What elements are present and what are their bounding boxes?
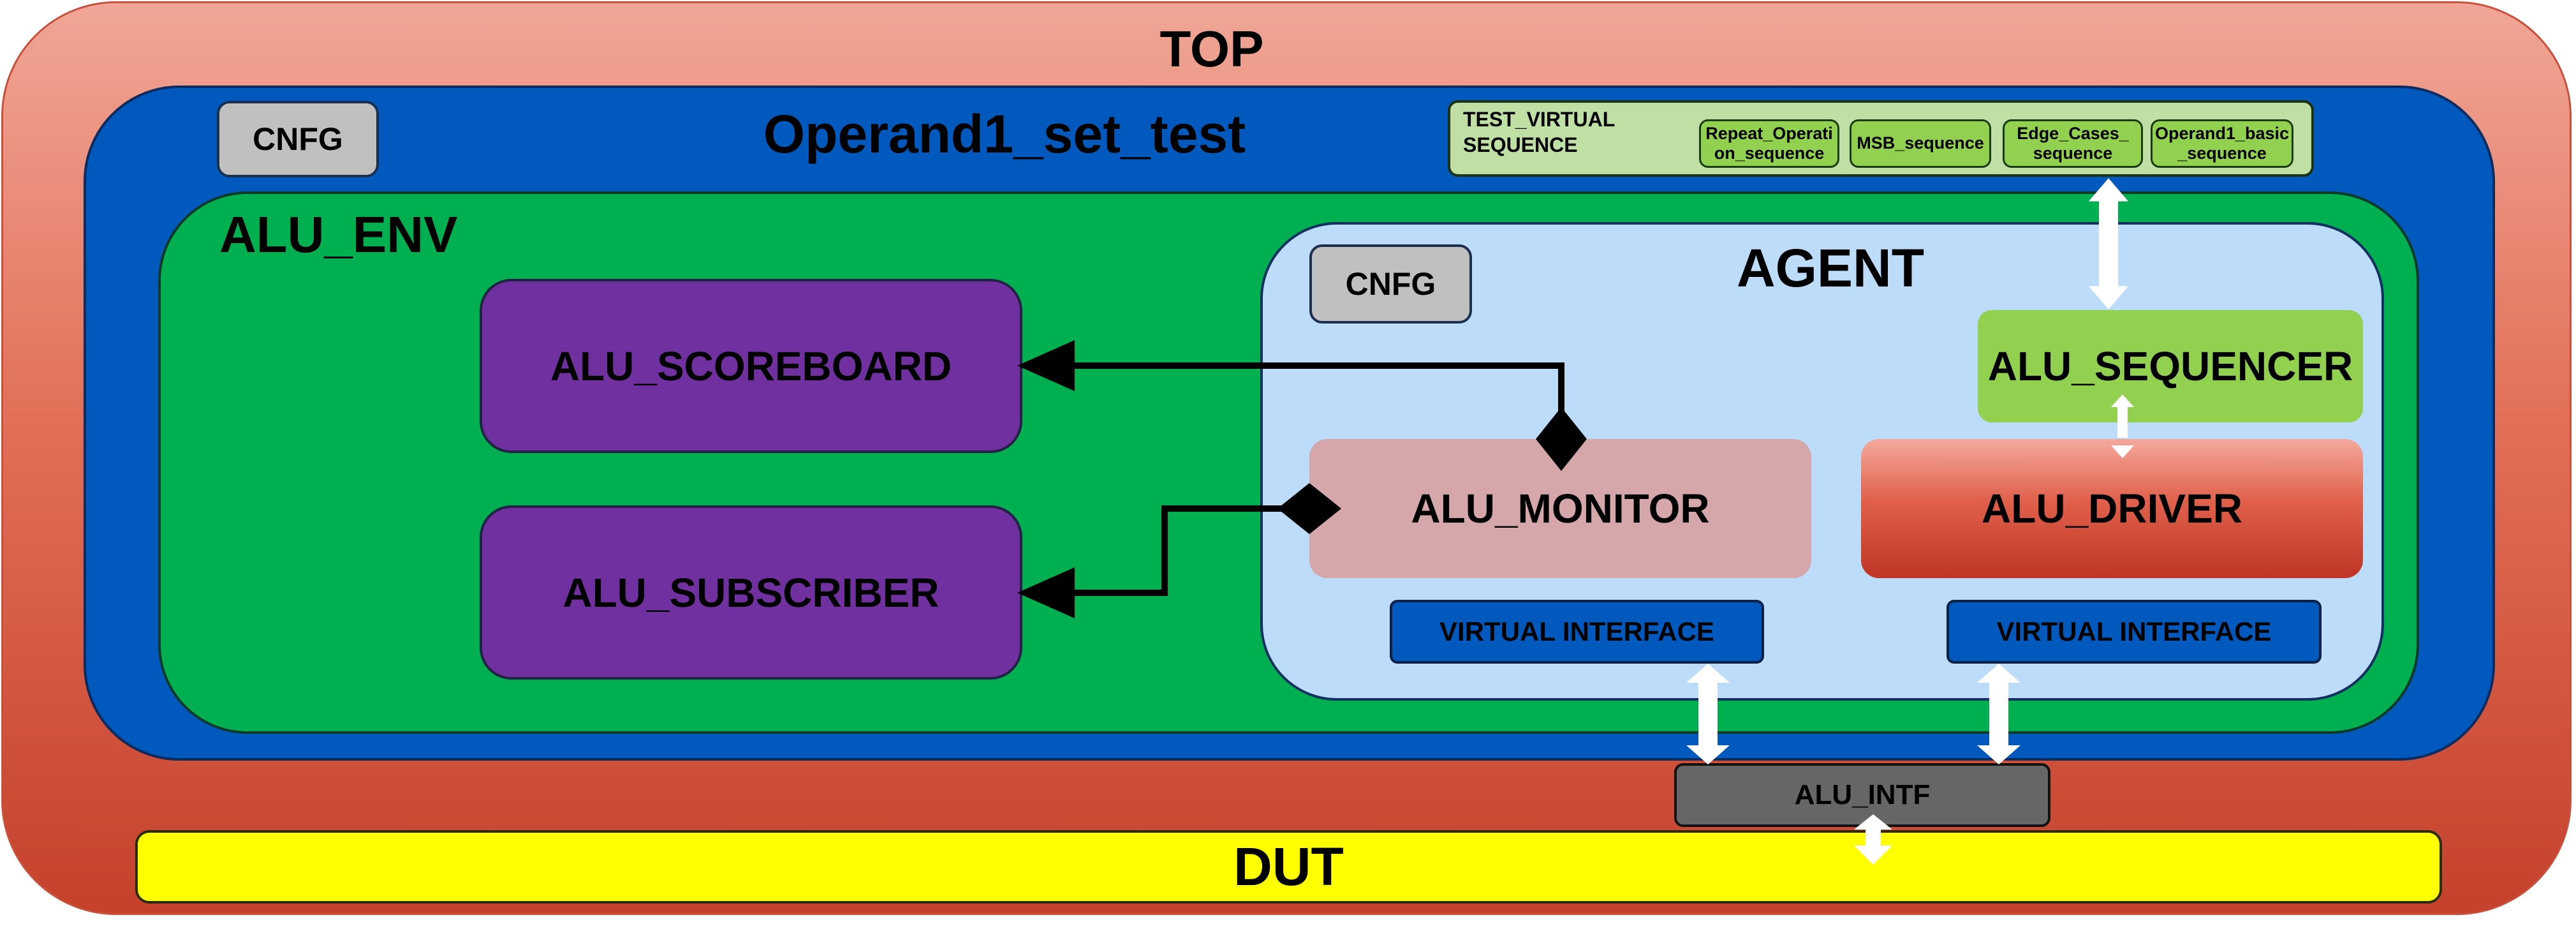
driver-vif-to-intf-arrow <box>1977 664 2020 764</box>
sequence-item-line1: MSB_sequence <box>1857 133 1984 153</box>
agent-label: AGENT <box>1737 237 1924 298</box>
top-label: TOP <box>1159 20 1264 77</box>
dut-box: DUT <box>135 830 2442 904</box>
sequence-item-line1: Edge_Cases_ <box>2017 123 2129 143</box>
subscriber-box: ALU_SUBSCRIBER <box>480 505 1022 680</box>
agent-cnfg-box: CNFG <box>1309 244 1472 324</box>
sequencer-to-driver-arrow <box>2111 394 2134 458</box>
sequence-item-line2: sequence <box>2033 144 2113 163</box>
monitor-virtual-interface: VIRTUAL INTERFACE <box>1390 600 1764 664</box>
sequence-to-sequencer-arrow <box>2088 178 2129 309</box>
test-cnfg-box: CNFG <box>217 101 379 177</box>
sequence-item-line1: Repeat_Operati <box>1705 123 1833 143</box>
virtual-sequence-title-line2: SEQUENCE <box>1463 133 1578 156</box>
sequence-item: Operand1_basic _sequence <box>2151 119 2293 168</box>
scoreboard-box: ALU_SCOREBOARD <box>480 279 1022 453</box>
intf-to-dut-arrow <box>1854 814 1892 865</box>
virtual-sequence-box: TEST_VIRTUAL SEQUENCE Repeat_Operati on_… <box>1448 100 2314 177</box>
test-label: Operand1_set_test <box>763 103 1246 164</box>
sequence-item: Edge_Cases_ sequence <box>2003 119 2143 168</box>
driver-box: ALU_DRIVER <box>1861 439 2363 578</box>
env-label: ALU_ENV <box>219 206 458 263</box>
intf-box: ALU_INTF <box>1674 763 2050 827</box>
sequencer-box: ALU_SEQUENCER <box>1978 310 2363 422</box>
driver-virtual-interface: VIRTUAL INTERFACE <box>1947 600 2322 664</box>
sequence-item-line2: on_sequence <box>1714 144 1825 163</box>
monitor-to-subscriber-connector <box>1017 483 1341 618</box>
sequence-item: Repeat_Operati on_sequence <box>1699 119 1839 168</box>
sequence-item-line1: Operand1_basic <box>2154 123 2290 143</box>
monitor-vif-to-intf-arrow <box>1686 664 1730 764</box>
monitor-to-scoreboard-connector <box>1017 340 1587 471</box>
sequence-item-line2: _sequence <box>2177 144 2267 163</box>
sequence-item: MSB_sequence <box>1850 119 1991 168</box>
virtual-sequence-title-line1: TEST_VIRTUAL <box>1463 108 1616 131</box>
virtual-sequence-title: TEST_VIRTUAL SEQUENCE <box>1463 107 1615 158</box>
